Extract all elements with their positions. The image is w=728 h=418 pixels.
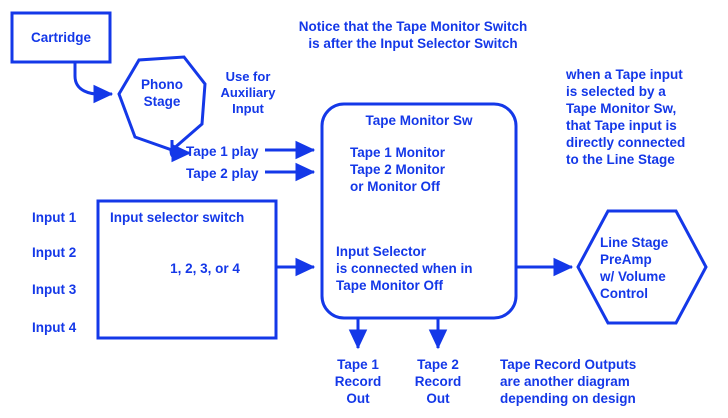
input-4-label: Input 4 xyxy=(32,320,77,335)
tape-monitor-box xyxy=(320,102,518,320)
cartridge-to-phono-connector xyxy=(73,63,114,104)
top-note: Notice that the Tape Monitor Switch is a… xyxy=(298,19,528,51)
tape-monitor-title: Tape Monitor Sw xyxy=(365,113,473,128)
phono-stage-shape xyxy=(117,55,207,152)
input-1-label: Input 1 xyxy=(32,210,77,225)
tape-monitor-note: Input Selector is connected when in Tape… xyxy=(336,244,473,293)
tape2-record-out-label: Tape 2 Record Out xyxy=(414,357,462,406)
input-selector-value: 1, 2, 3, or 4 xyxy=(170,261,240,276)
phono-stage-to-tape1-play xyxy=(169,143,192,163)
input-2-label: Input 2 xyxy=(32,245,77,260)
line-stage-shape xyxy=(576,209,708,325)
bottom-right-note: Tape Record Outputs are another diagram … xyxy=(500,357,637,406)
line-stage-label: Line Stage PreAmp w/ Volume Control xyxy=(600,235,669,301)
input-selector-box xyxy=(96,199,278,340)
right-note: when a Tape input is selected by a Tape … xyxy=(566,67,686,167)
phono-stage-label: Phono Stage xyxy=(141,77,183,109)
input-selector-title: Input selector switch xyxy=(110,210,245,225)
tape2-play-label: Tape 2 play xyxy=(186,166,259,181)
tape1-record-out-label: Tape 1 Record Out xyxy=(334,357,382,406)
tape1-play-label: Tape 1 play xyxy=(186,144,259,159)
cartridge-label: Cartridge xyxy=(30,30,91,45)
auxiliary-input-note: Use for Auxiliary Input xyxy=(220,69,276,116)
input-3-label: Input 3 xyxy=(32,282,77,297)
tape-monitor-modes: Tape 1 Monitor Tape 2 Monitor or Monitor… xyxy=(350,145,446,194)
cartridge-box xyxy=(10,11,112,64)
